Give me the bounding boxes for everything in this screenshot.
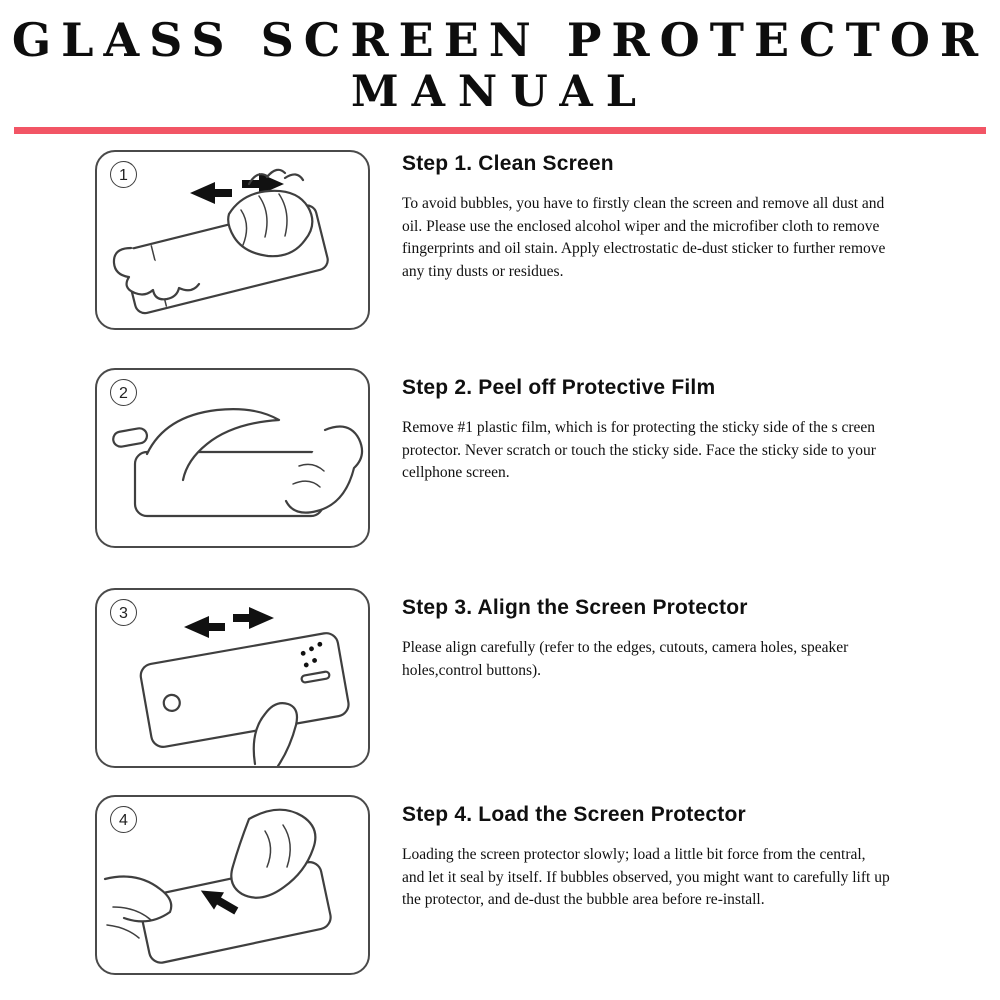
step-1-number-badge: 1 [110, 161, 137, 189]
finger [252, 702, 299, 767]
step-1-row: 1 Step 1. Clean Screen To avoid bubbles,… [95, 150, 1000, 331]
step-1-body: To avoid bubbles, you have to firstly cl… [402, 195, 886, 280]
step-1-illustration [112, 169, 329, 315]
page-subtitle: MANUAL [350, 67, 650, 118]
steps-list: 1 Step 1. Clean Screen To avoid bubbles,… [0, 150, 1000, 976]
step-3-text: Step 3. Align the Screen Protector Pleas… [402, 588, 890, 682]
step-3-heading: Step 3. Align the Screen Protector [402, 596, 748, 620]
press-arrow-icon [200, 890, 239, 915]
step-3-number-badge: 3 [110, 599, 137, 627]
step-2-row: 2 Step 2. Peel off Protective Film Remov… [95, 368, 1000, 549]
title-block: GLASS SCREEN PROTECTOR MANUAL [0, 0, 1000, 115]
cloth [227, 190, 314, 258]
step-4-illustration-box: 4 [95, 795, 370, 976]
step-3-illustration [139, 607, 350, 767]
hand-left [112, 247, 201, 301]
step-1-illustration-box: 1 [95, 150, 370, 331]
step-2-number-badge: 2 [110, 379, 137, 407]
hand-right [284, 425, 364, 515]
step-4-heading: Step 4. Load the Screen Protector [402, 803, 746, 827]
arrow-right-icon [233, 607, 274, 630]
step-2-illustration [112, 408, 364, 518]
step-2-text: Step 2. Peel off Protective Film Remove … [402, 368, 890, 484]
step-3-body: Please align carefully (refer to the edg… [402, 639, 849, 679]
protective-film [145, 408, 281, 482]
step-4-body: Loading the screen protector slowly; loa… [402, 846, 890, 909]
hand-right [247, 169, 305, 186]
arrow-right-icon [242, 173, 284, 196]
speaker-slot [300, 671, 331, 684]
step-1-heading: Step 1. Clean Screen [402, 152, 614, 176]
speaker-holes [300, 642, 323, 668]
wiper-pill [112, 427, 149, 449]
step-2-illustration-box: 2 [95, 368, 370, 549]
arrow-left-icon [190, 182, 232, 205]
divider [14, 127, 986, 135]
step-4-row: 4 Step 4. Load the Screen Protector Load… [95, 795, 1000, 976]
step-1-text: Step 1. Clean Screen To avoid bubbles, y… [402, 150, 890, 283]
step-4-number-badge: 4 [110, 806, 137, 834]
step-3-illustration-box: 3 [95, 588, 370, 769]
page-title: GLASS SCREEN PROTECTOR [11, 13, 989, 67]
step-4-text: Step 4. Load the Screen Protector Loadin… [402, 795, 890, 911]
phone-outline [139, 632, 350, 749]
step-3-row: 3 Step 3. Align the Screen Protector Ple… [95, 588, 1000, 769]
step-4-illustration [103, 809, 332, 965]
hand-left [103, 875, 173, 923]
step-2-heading: Step 2. Peel off Protective Film [402, 376, 716, 400]
arrow-left-icon [184, 616, 225, 639]
hand-right [230, 809, 317, 900]
step-2-body: Remove #1 plastic film, which is for pro… [402, 419, 876, 482]
